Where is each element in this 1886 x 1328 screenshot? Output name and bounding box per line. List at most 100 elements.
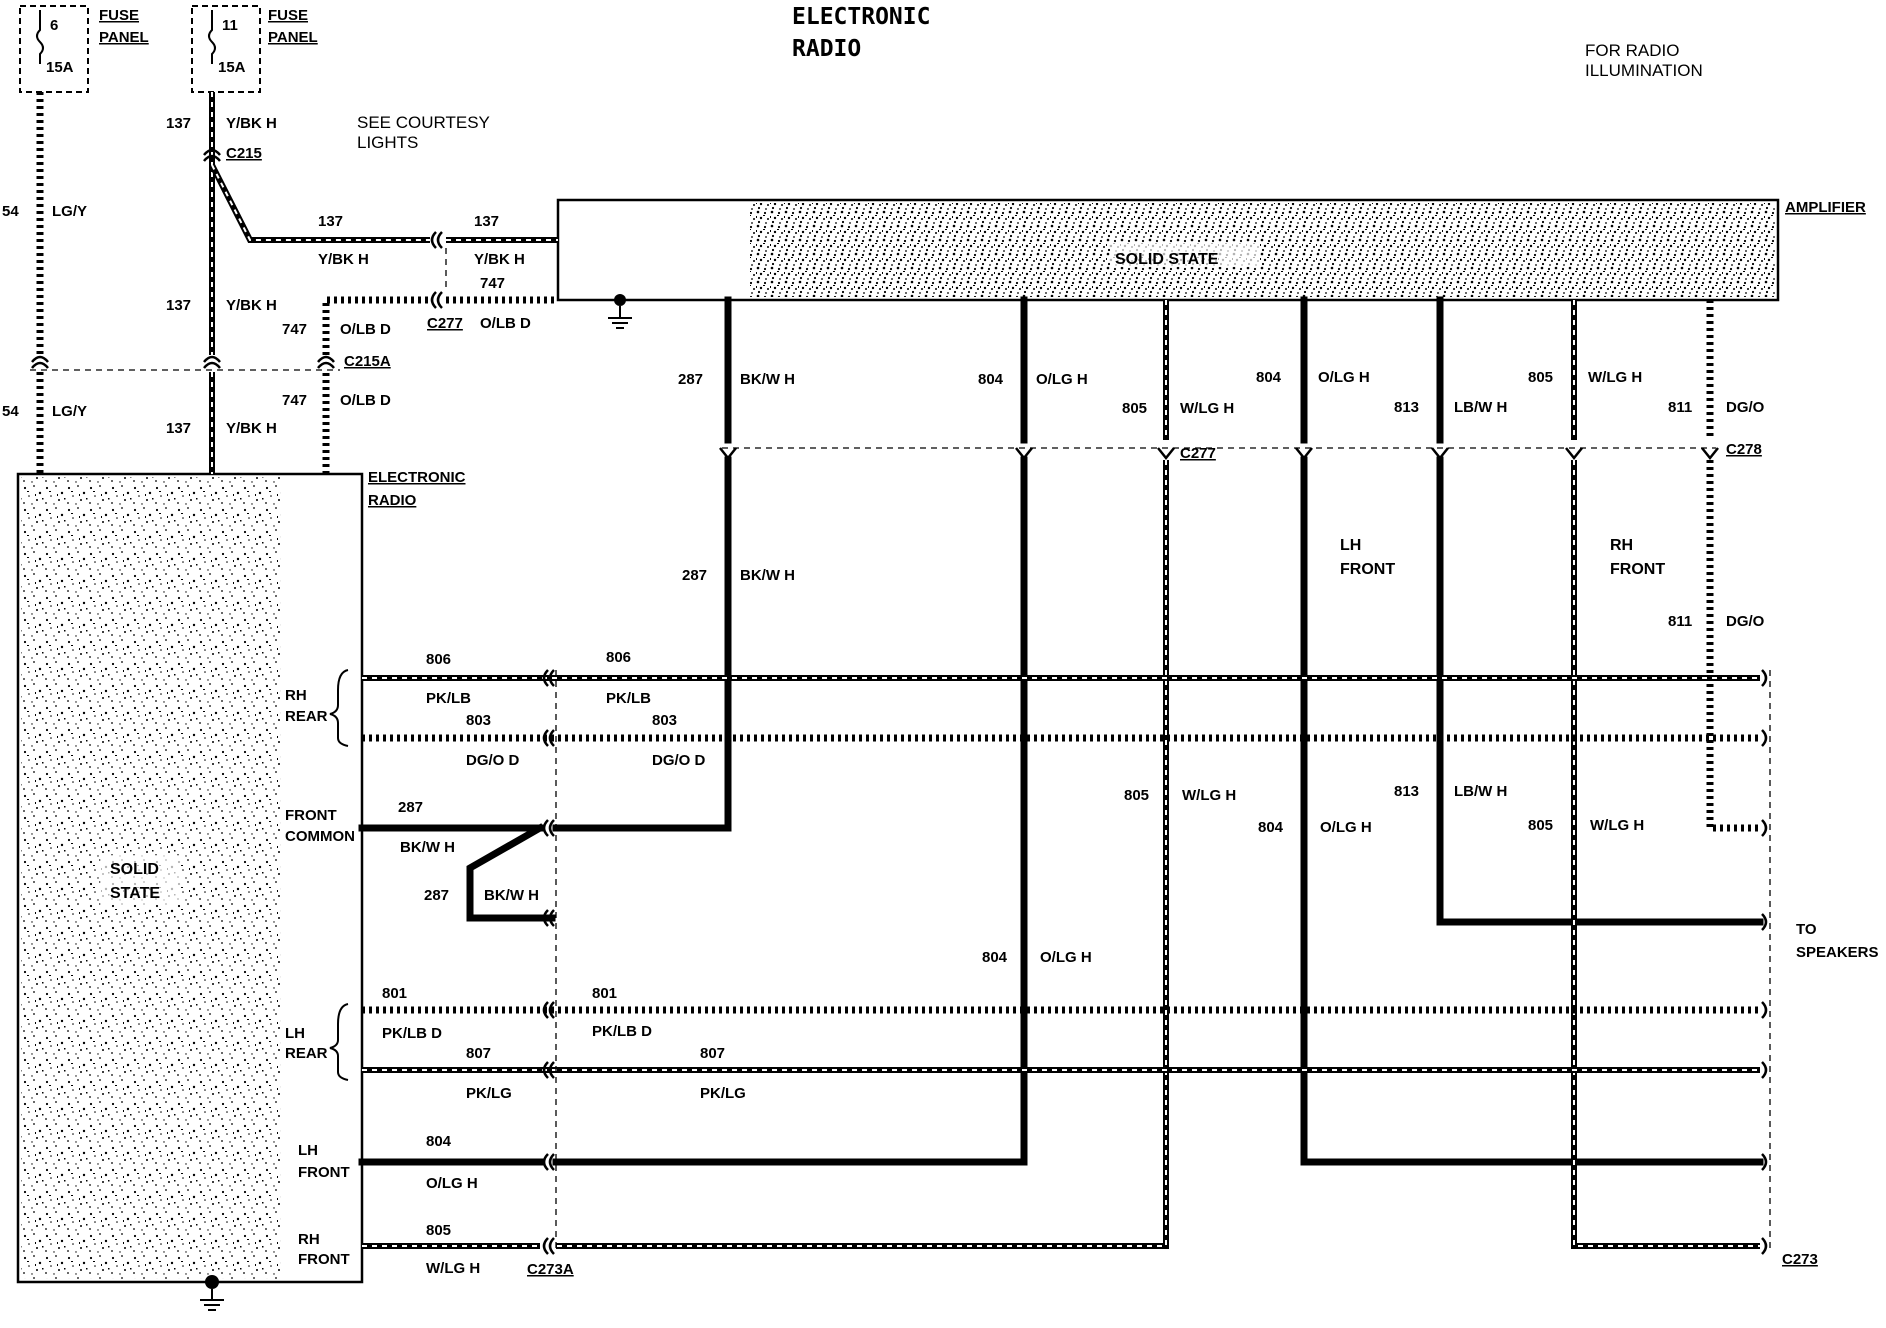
svg-text:805: 805: [1122, 400, 1147, 417]
svg-text:805: 805: [426, 1222, 451, 1239]
connector-c273a: C273A: [527, 1261, 574, 1278]
svg-text:BK/W H: BK/W H: [400, 839, 455, 856]
svg-text:O/LG H: O/LG H: [426, 1175, 478, 1192]
diagram-title-line2: RADIO: [792, 36, 861, 62]
svg-text:O/LG H: O/LG H: [1036, 371, 1088, 388]
svg-text:PK/LB D: PK/LB D: [382, 1025, 442, 1042]
rh-front-speaker-label-2: FRONT: [1610, 561, 1665, 578]
svg-text:804: 804: [1256, 369, 1282, 386]
radio-state-text: STATE: [110, 885, 160, 902]
svg-text:811: 811: [1668, 613, 1692, 630]
connector-c215a: C215A: [344, 353, 391, 370]
svg-text:15A: 15A: [218, 59, 246, 76]
svg-text:BK/W H: BK/W H: [484, 887, 539, 904]
svg-text:W/LG H: W/LG H: [1588, 369, 1642, 386]
to-speakers-label-2: SPEAKERS: [1796, 944, 1879, 961]
lh-front-radio-label-1: LH: [298, 1142, 318, 1159]
wire-804-amp: [552, 296, 1028, 1166]
connector-c277-a: C277: [427, 315, 463, 332]
svg-text:DG/O: DG/O: [1726, 613, 1765, 630]
svg-text:807: 807: [700, 1045, 725, 1062]
svg-text:747: 747: [282, 321, 307, 338]
svg-text:806: 806: [426, 651, 451, 668]
rh-front-radio-label-2: FRONT: [298, 1251, 350, 1268]
amplifier-label: AMPLIFIER: [1785, 199, 1866, 216]
svg-text:Y/BK H: Y/BK H: [474, 251, 525, 268]
connector-c215: C215: [226, 145, 262, 162]
front-common-label-1: FRONT: [285, 807, 337, 824]
front-common-label-2: COMMON: [285, 828, 355, 845]
lh-rear-label-1: LH: [285, 1025, 305, 1042]
svg-text:811: 811: [1668, 399, 1692, 416]
svg-text:805: 805: [1528, 369, 1553, 386]
svg-text:804: 804: [426, 1133, 452, 1150]
svg-text:PANEL: PANEL: [99, 29, 149, 46]
svg-text:15A: 15A: [46, 59, 74, 76]
svg-text:W/LG H: W/LG H: [1182, 787, 1236, 804]
connector-c273: C273: [1782, 1251, 1818, 1268]
svg-text:Y/BK H: Y/BK H: [226, 420, 277, 437]
wire-813: [1436, 296, 1764, 926]
radio-solid-text: SOLID: [110, 861, 159, 878]
amplifier-solid-state-text: SOLID STATE: [1115, 251, 1219, 268]
connector-c273-column: [1761, 669, 1771, 1255]
wire-54-color-2: LG/Y: [52, 403, 87, 420]
svg-text:O/LG H: O/LG H: [1318, 369, 1370, 386]
svg-text:11: 11: [222, 17, 238, 34]
svg-text:O/LB D: O/LB D: [480, 315, 531, 332]
svg-text:747: 747: [480, 275, 505, 292]
svg-text:PANEL: PANEL: [268, 29, 318, 46]
svg-text:806: 806: [606, 649, 631, 666]
svg-text:W/LG H: W/LG H: [1590, 817, 1644, 834]
connector-c278: C278: [1726, 441, 1762, 458]
svg-text:813: 813: [1394, 783, 1419, 800]
wire-804-lh-front: [1300, 296, 1764, 1166]
wire-54-number-1: 54: [2, 203, 19, 220]
fuse-panel-label-2: FUSE: [268, 7, 308, 24]
svg-text:805: 805: [1124, 787, 1149, 804]
diagram-title-line1: ELECTRONIC: [792, 4, 930, 30]
svg-text:LB/W H: LB/W H: [1454, 399, 1507, 416]
lh-front-speaker-label-1: LH: [1340, 537, 1361, 554]
wire-747: [322, 296, 430, 474]
rh-rear-label-2: REAR: [285, 708, 328, 725]
wire-811: [1706, 300, 1760, 832]
radio-illumination-note-2: ILLUMINATION: [1585, 61, 1703, 80]
lh-front-radio-label-2: FRONT: [298, 1164, 350, 1181]
wire-805-amp: [556, 300, 1169, 1249]
connector-c277-b: C277: [1180, 445, 1216, 462]
rh-rear-label-1: RH: [285, 687, 307, 704]
svg-text:W/LG H: W/LG H: [426, 1260, 480, 1277]
radio-unit-block: SOLID STATE: [16, 472, 364, 1284]
svg-text:O/LB D: O/LB D: [340, 392, 391, 409]
radio-ground-icon: [200, 1275, 224, 1311]
svg-text:805: 805: [1528, 817, 1553, 834]
svg-text:PK/LB: PK/LB: [606, 690, 651, 707]
wire-54-number-2: 54: [2, 403, 19, 420]
courtesy-lights-note-1: SEE COURTESY: [357, 113, 490, 132]
svg-text:804: 804: [982, 949, 1008, 966]
svg-text:803: 803: [652, 712, 677, 729]
svg-text:137: 137: [166, 420, 191, 437]
svg-text:DG/O D: DG/O D: [466, 752, 520, 769]
svg-text:Y/BK H: Y/BK H: [226, 297, 277, 314]
svg-text:813: 813: [1394, 399, 1419, 416]
svg-text:Y/BK H: Y/BK H: [318, 251, 369, 268]
fuse-panel-label-1: FUSE: [99, 7, 139, 24]
connector-c273a-column: [542, 669, 557, 1255]
svg-text:PK/LB D: PK/LB D: [592, 1023, 652, 1040]
svg-text:PK/LG: PK/LG: [466, 1085, 512, 1102]
rh-rear-brace: [329, 669, 349, 747]
wire-54-color-1: LG/Y: [52, 203, 87, 220]
svg-text:287: 287: [682, 567, 707, 584]
svg-text:137: 137: [166, 297, 191, 314]
amplifier-ground-icon: [608, 294, 632, 329]
svg-text:137: 137: [474, 213, 499, 230]
courtesy-lights-note-2: LIGHTS: [357, 133, 418, 152]
svg-text:6: 6: [50, 17, 58, 34]
svg-text:BK/W H: BK/W H: [740, 371, 795, 388]
svg-text:287: 287: [678, 371, 703, 388]
svg-text:Y/BK H: Y/BK H: [226, 115, 277, 132]
fuse-11: 11 15A FUSE PANEL: [191, 5, 318, 93]
